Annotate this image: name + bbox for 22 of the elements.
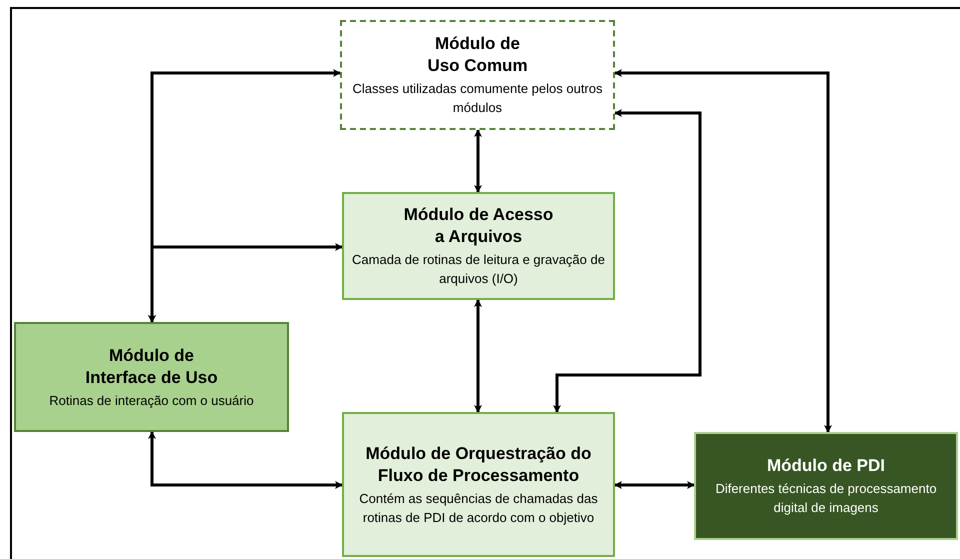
connector-arrow (614, 481, 695, 489)
module-title: Módulo de Interface de Uso (84, 344, 219, 388)
module-box (340, 20, 615, 130)
module-description: Classes utilizadas comumente pelos outros módulos (351, 80, 604, 117)
module-description: Diferentes técnicas de processamento digital de imagens (714, 480, 938, 517)
connector-arrow (553, 109, 702, 413)
module-description: Camada de rotinas de leitura e gravação de arquivos (I/O) (352, 251, 605, 288)
module-title: Módulo de PDI (766, 455, 886, 477)
connector-arrow (148, 431, 343, 489)
module-box (342, 192, 615, 300)
module-description: Rotinas de interação com o usuário (49, 392, 254, 410)
module-box (14, 322, 289, 432)
module-box (342, 412, 615, 557)
module-title: Módulo de Acesso a Arquivos (404, 204, 554, 248)
connector-arrow (614, 69, 832, 433)
module-title: Módulo de Orquestração do Fluxo de Processamento (364, 442, 592, 486)
connector-arrow (148, 243, 343, 323)
module-title: Módulo de Uso Comum (426, 33, 529, 77)
module-box (694, 432, 958, 540)
module-description: Contém as sequências de chamadas das rotinas de PDI de acordo com o objetivo (358, 490, 599, 526)
connector-arrow (474, 299, 482, 413)
connector-arrow (474, 129, 482, 193)
